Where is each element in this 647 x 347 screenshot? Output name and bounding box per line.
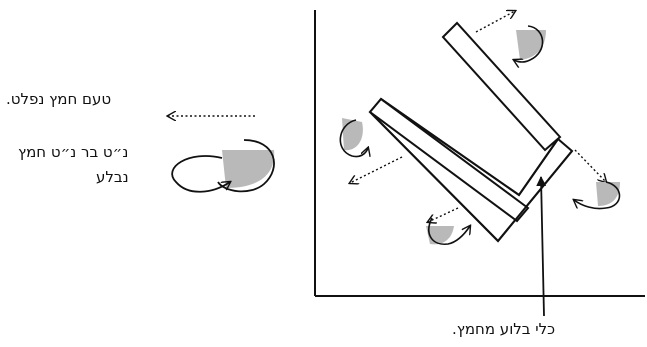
- released-taste-arrows: [350, 11, 606, 222]
- vessel-callout-label: כלי בלוע מחמץ.: [452, 320, 556, 338]
- axes: [314, 10, 645, 297]
- absorption-arrows: [339, 25, 621, 245]
- bar-nat-label-line2: נבלע: [96, 168, 129, 186]
- taste-released-label: טעם חמץ נפלט.: [6, 90, 112, 108]
- vessel-shape: [368, 21, 574, 243]
- curved-arrow-icon: [171, 139, 275, 193]
- bar-nat-label-line1: נ״ט בר נ״ט חמץ: [18, 143, 129, 161]
- vessel-callout-arrow: [536, 176, 547, 317]
